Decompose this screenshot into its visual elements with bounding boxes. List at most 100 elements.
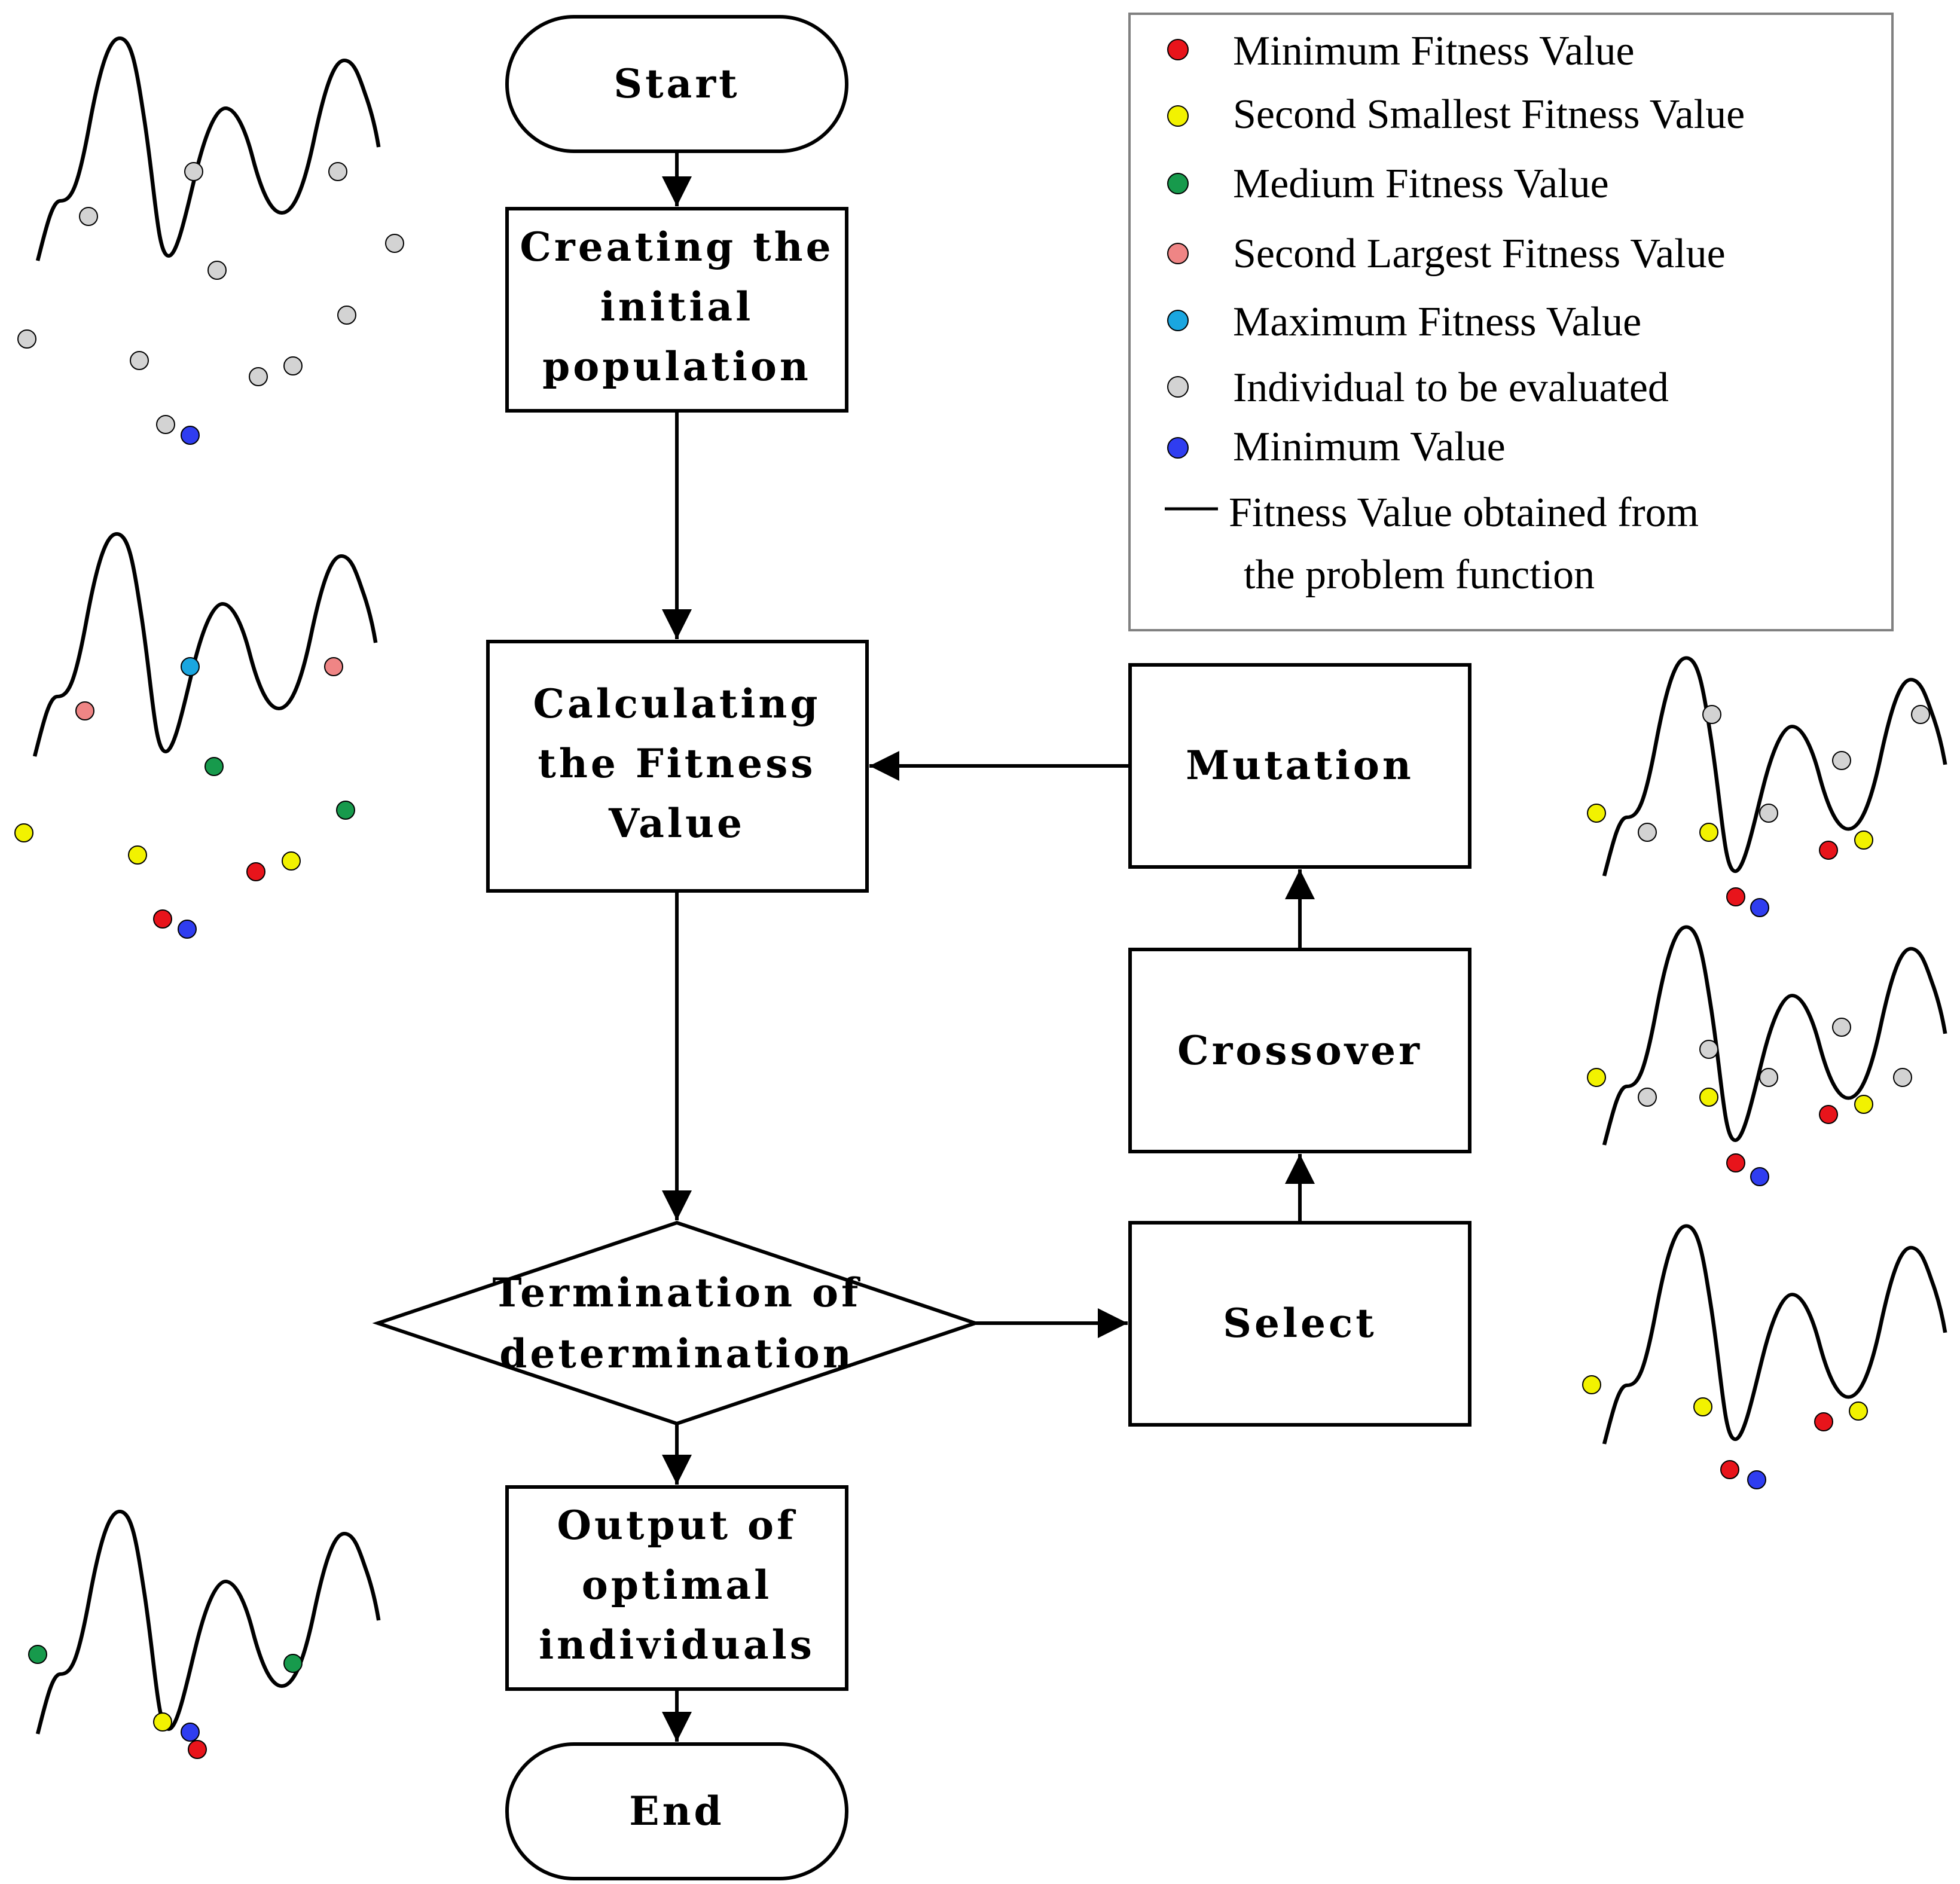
fitness-curve [1604, 1226, 1945, 1444]
individual-dot [1720, 1460, 1739, 1479]
individual-dot [207, 261, 227, 280]
min-value-dot [1750, 1167, 1769, 1186]
legend-dot-min-fitness [1167, 39, 1189, 60]
legend-dot-unevaluated [1167, 376, 1189, 398]
min-value-dot [181, 426, 200, 445]
min-value-dot [181, 1723, 200, 1742]
mutation-box [1128, 663, 1471, 869]
individual-dot [1699, 1040, 1718, 1059]
legend-label-line-1: Fitness Value obtained from [1229, 490, 1699, 536]
individual-dot [1587, 1068, 1606, 1087]
individual-dot [1759, 804, 1778, 823]
legend-label-max-fitness: Maximum Fitness Value [1233, 299, 1641, 345]
individual-dot [1587, 804, 1606, 823]
individual-dot [1911, 705, 1930, 724]
individual-dot [336, 801, 355, 820]
landscape-initial-population [17, 38, 404, 445]
individual-dot [1726, 1153, 1745, 1172]
fitness-curve [1604, 927, 1945, 1145]
termination-decision [372, 1220, 981, 1426]
output-label-line3: individuals [539, 1622, 815, 1668]
individual-dot [181, 657, 200, 676]
end-terminal [505, 1742, 848, 1880]
legend-dot-max-fitness [1167, 310, 1189, 331]
individual-dot [246, 862, 265, 881]
legend-label-min-value: Minimum Value [1233, 424, 1506, 470]
individual-dot [283, 1654, 303, 1673]
individual-dot [249, 367, 268, 386]
individual-dot [204, 757, 224, 776]
landscape-mutation [1587, 658, 1945, 917]
individual-dot [283, 356, 303, 375]
individual-dot [153, 909, 172, 929]
individual-dot [1638, 823, 1657, 842]
individual-dot [1582, 1375, 1601, 1394]
legend-dot-second-smallest [1167, 105, 1189, 127]
legend-label-medium: Medium Fitness Value [1233, 161, 1609, 207]
create-label-line1: Creating the [520, 224, 834, 270]
individual-dot [184, 162, 203, 181]
landscape-output [28, 1512, 378, 1759]
legend: Minimum Fitness Value Second Smallest Fi… [1128, 13, 1894, 631]
legend-dot-second-largest [1167, 243, 1189, 264]
legend-label-second-smallest: Second Smallest Fitness Value [1233, 91, 1745, 138]
create-label-line2: initial [600, 283, 754, 330]
individual-dot [1699, 823, 1718, 842]
output-label-line2: optimal [582, 1562, 772, 1608]
individual-dot [1726, 887, 1745, 906]
legend-dot-min-value [1167, 437, 1189, 459]
individual-dot [328, 162, 347, 181]
individual-dot [1832, 1018, 1851, 1037]
landscape-crossover [1587, 927, 1945, 1186]
individual-dot [1693, 1397, 1712, 1416]
individual-dot [1819, 841, 1838, 860]
individual-dot [17, 329, 36, 349]
individual-dot [337, 306, 356, 325]
create-label-line3: population [542, 343, 811, 390]
min-value-dot [178, 920, 197, 939]
flowchart [372, 15, 1471, 1880]
decision-label-line1: Termination of [493, 1269, 862, 1316]
individual-dot [1702, 705, 1721, 724]
individual-dot [130, 351, 149, 370]
fitness-label-line2: the Fitness [538, 740, 816, 787]
start-label: Start [613, 60, 740, 107]
individual-dot [1638, 1088, 1657, 1107]
fitness-label-line1: Calculating [533, 680, 820, 727]
individual-dot [1893, 1068, 1912, 1087]
individual-dot [1819, 1105, 1838, 1124]
individual-dot [1854, 830, 1873, 850]
legend-label-line-2: the problem function [1244, 552, 1595, 598]
individual-dot [1849, 1401, 1868, 1421]
end-label: End [629, 1788, 724, 1834]
arrows [662, 151, 1315, 1742]
individual-dot [1854, 1095, 1873, 1114]
landscape-select [1582, 1226, 1945, 1489]
create-population-box [505, 207, 848, 413]
fitness-curve [38, 38, 378, 261]
individual-dot [28, 1645, 47, 1664]
individual-dot [128, 845, 147, 865]
individual-dot [385, 234, 404, 253]
legend-label-second-largest: Second Largest Fitness Value [1233, 231, 1726, 277]
output-box [505, 1485, 848, 1691]
individual-dot [75, 701, 94, 720]
legend-label-unevaluated: Individual to be evaluated [1233, 365, 1669, 411]
fitness-curve [1604, 658, 1945, 876]
crossover-box [1128, 948, 1471, 1153]
fitness-box [486, 640, 869, 893]
min-value-dot [1750, 898, 1769, 917]
select-label: Select [1223, 1300, 1376, 1346]
legend-label-min-fitness: Minimum Fitness Value [1233, 28, 1635, 74]
decision-label-line2: determination [499, 1330, 854, 1377]
landscape-evaluated [14, 534, 375, 939]
individual-dot [324, 657, 343, 676]
fitness-label-line3: Value [608, 800, 745, 847]
individual-dot [188, 1740, 207, 1759]
individual-dot [1699, 1088, 1718, 1107]
mutation-label: Mutation [1186, 742, 1414, 789]
fitness-curve [38, 1512, 378, 1734]
individual-dot [156, 415, 175, 434]
